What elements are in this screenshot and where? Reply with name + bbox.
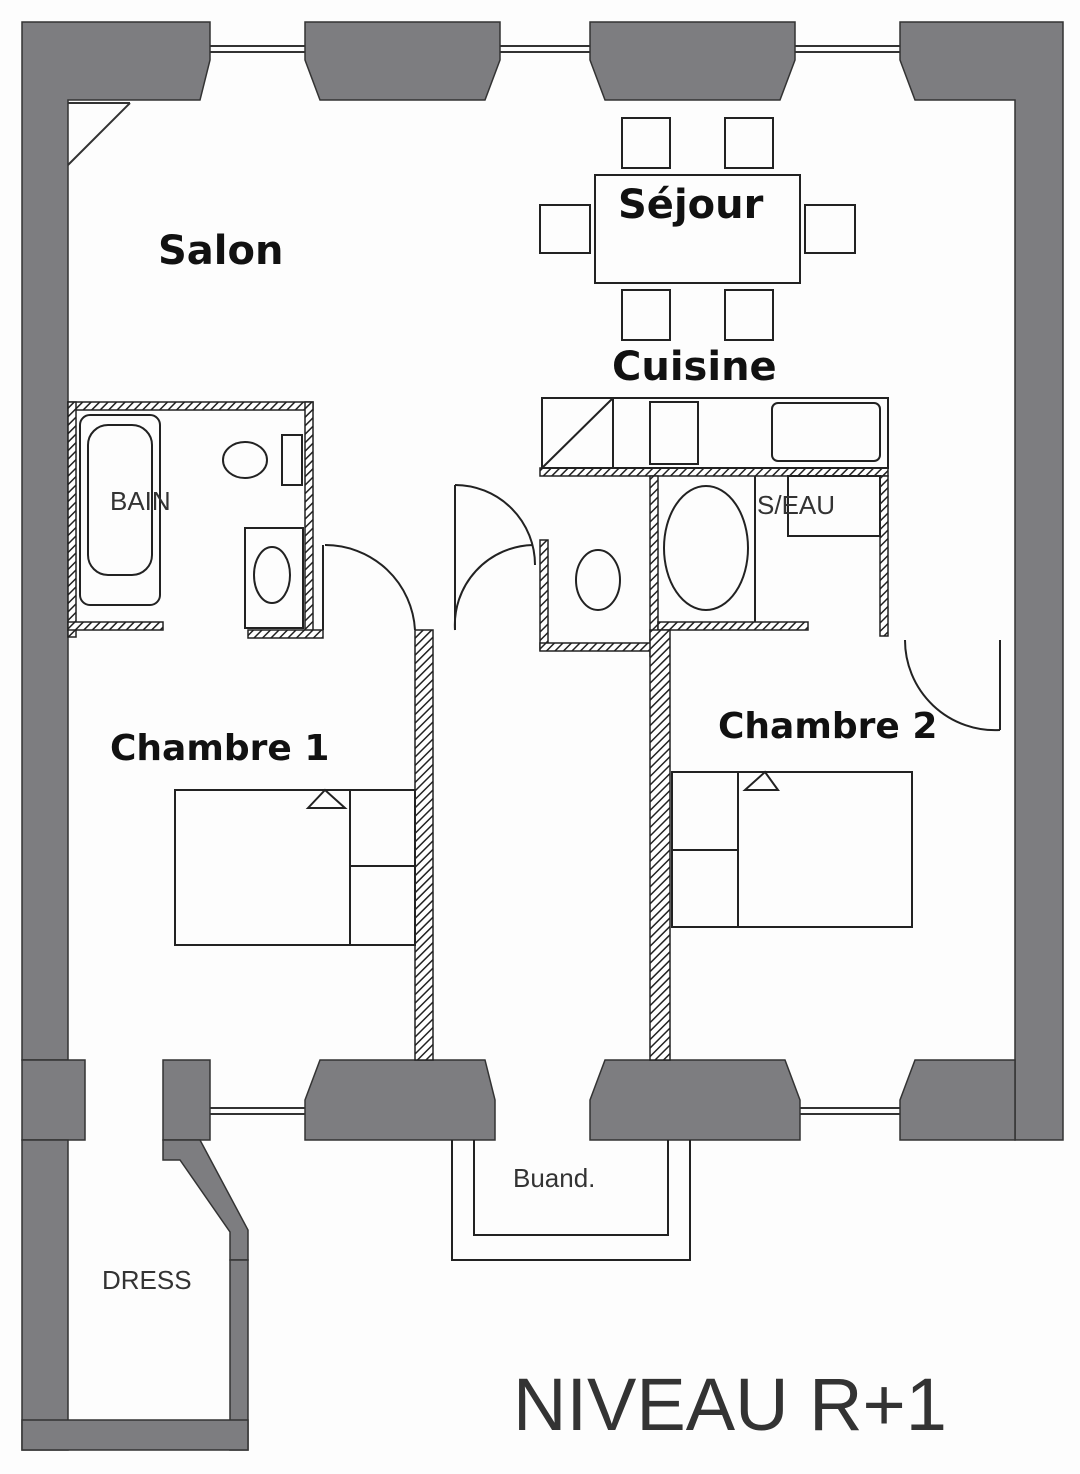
windows bbox=[67, 45, 900, 1115]
exterior-walls bbox=[21, 21, 1064, 1451]
room-label-s-eau: S/EAU bbox=[757, 490, 836, 520]
room-label-chambre-2: Chambre 2 bbox=[718, 706, 938, 747]
room-label-bain: BAIN bbox=[110, 486, 171, 516]
interior-walls bbox=[67, 401, 889, 1061]
room-label-salon: Salon bbox=[158, 228, 284, 274]
room-label-sejour: Séjour bbox=[618, 182, 764, 228]
fixtures bbox=[79, 117, 1001, 1261]
level-title: NIVEAU R+1 bbox=[513, 1363, 947, 1446]
room-label-buanderie: Buand. bbox=[513, 1163, 596, 1193]
room-label-chambre-1: Chambre 1 bbox=[110, 728, 330, 769]
room-label-dress: DRESS bbox=[102, 1265, 192, 1295]
room-label-cuisine: Cuisine bbox=[612, 344, 777, 390]
